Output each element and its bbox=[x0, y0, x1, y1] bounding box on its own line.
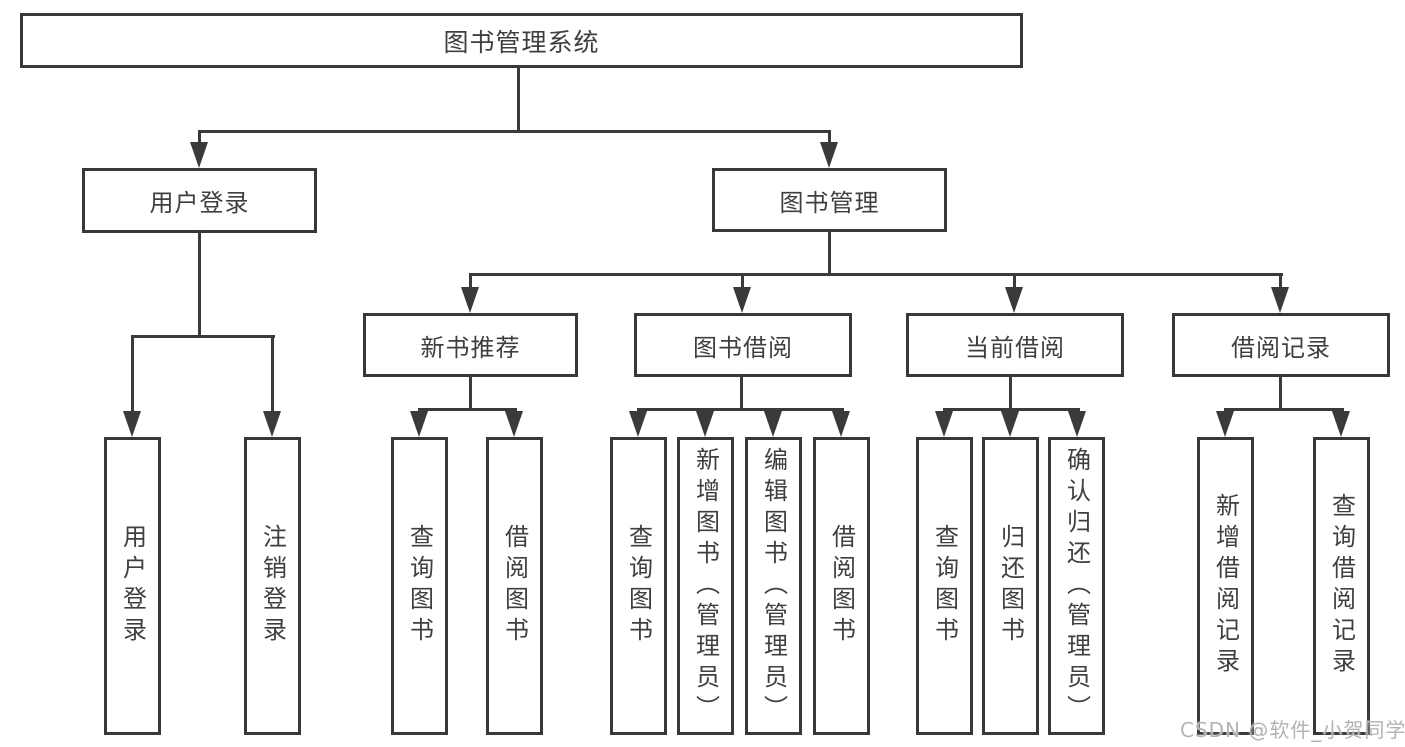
arrow-down-icon bbox=[123, 411, 141, 437]
leaf-return-books: 归还图书 bbox=[982, 437, 1039, 735]
connector bbox=[469, 375, 472, 411]
connector bbox=[131, 335, 275, 338]
arrow-down-icon bbox=[733, 287, 751, 313]
connector bbox=[198, 130, 831, 133]
leaf-borrow-books-recommend: 借阅图书 bbox=[486, 437, 543, 735]
connector bbox=[517, 68, 520, 133]
node-library-system: 图书管理系统 bbox=[20, 13, 1023, 68]
connector bbox=[1279, 273, 1282, 289]
arrow-down-icon bbox=[696, 411, 714, 437]
arrow-down-icon bbox=[764, 411, 782, 437]
arrow-down-icon bbox=[1001, 411, 1019, 437]
connector bbox=[1279, 375, 1282, 411]
arrow-down-icon bbox=[935, 411, 953, 437]
arrow-down-icon bbox=[1332, 411, 1350, 437]
arrow-down-icon bbox=[629, 411, 647, 437]
connector bbox=[1013, 273, 1016, 289]
node-borrowing-records: 借阅记录 bbox=[1172, 313, 1390, 377]
connector bbox=[469, 273, 472, 289]
arrow-down-icon bbox=[820, 142, 838, 168]
connector bbox=[828, 230, 831, 276]
connector bbox=[131, 335, 134, 415]
connector bbox=[469, 273, 1283, 276]
node-user-login: 用户登录 bbox=[82, 168, 317, 233]
connector bbox=[418, 408, 517, 411]
node-new-book-recommend: 新书推荐 bbox=[363, 313, 578, 377]
leaf-query-borrow-record: 查询借阅记录 bbox=[1313, 437, 1370, 735]
connector bbox=[198, 231, 201, 338]
leaf-logout: 注销登录 bbox=[244, 437, 301, 735]
arrow-down-icon bbox=[1271, 287, 1289, 313]
connector bbox=[741, 273, 744, 289]
leaf-query-books-current: 查询图书 bbox=[916, 437, 973, 735]
leaf-add-book-admin: 新增图书（管理员） bbox=[677, 437, 734, 735]
connector bbox=[637, 408, 844, 411]
node-current-borrowing: 当前借阅 bbox=[906, 313, 1124, 377]
connector bbox=[271, 335, 274, 415]
leaf-add-borrow-record: 新增借阅记录 bbox=[1197, 437, 1254, 735]
connector bbox=[943, 408, 1080, 411]
arrow-down-icon bbox=[190, 142, 208, 168]
node-book-borrowing: 图书借阅 bbox=[634, 313, 852, 377]
leaf-query-books-recommend: 查询图书 bbox=[391, 437, 448, 735]
leaf-user-login: 用户登录 bbox=[104, 437, 161, 735]
arrow-down-icon bbox=[461, 287, 479, 313]
arrow-down-icon bbox=[1068, 411, 1086, 437]
connector bbox=[1224, 408, 1344, 411]
node-book-management: 图书管理 bbox=[712, 168, 947, 232]
arrow-down-icon bbox=[1005, 287, 1023, 313]
leaf-confirm-return-admin: 确认归还（管理员） bbox=[1048, 437, 1105, 735]
connector bbox=[1009, 375, 1012, 411]
arrow-down-icon bbox=[832, 411, 850, 437]
arrow-down-icon bbox=[1216, 411, 1234, 437]
connector bbox=[828, 130, 831, 148]
leaf-query-books-borrow: 查询图书 bbox=[610, 437, 667, 735]
csdn-watermark: CSDN @软件_小贺同学 bbox=[1180, 718, 1405, 742]
arrow-down-icon bbox=[505, 411, 523, 437]
connector bbox=[198, 130, 201, 148]
arrow-down-icon bbox=[263, 411, 281, 437]
arrow-down-icon bbox=[410, 411, 428, 437]
connector bbox=[740, 375, 743, 411]
leaf-edit-book-admin: 编辑图书（管理员） bbox=[745, 437, 802, 735]
leaf-borrow-books: 借阅图书 bbox=[813, 437, 870, 735]
